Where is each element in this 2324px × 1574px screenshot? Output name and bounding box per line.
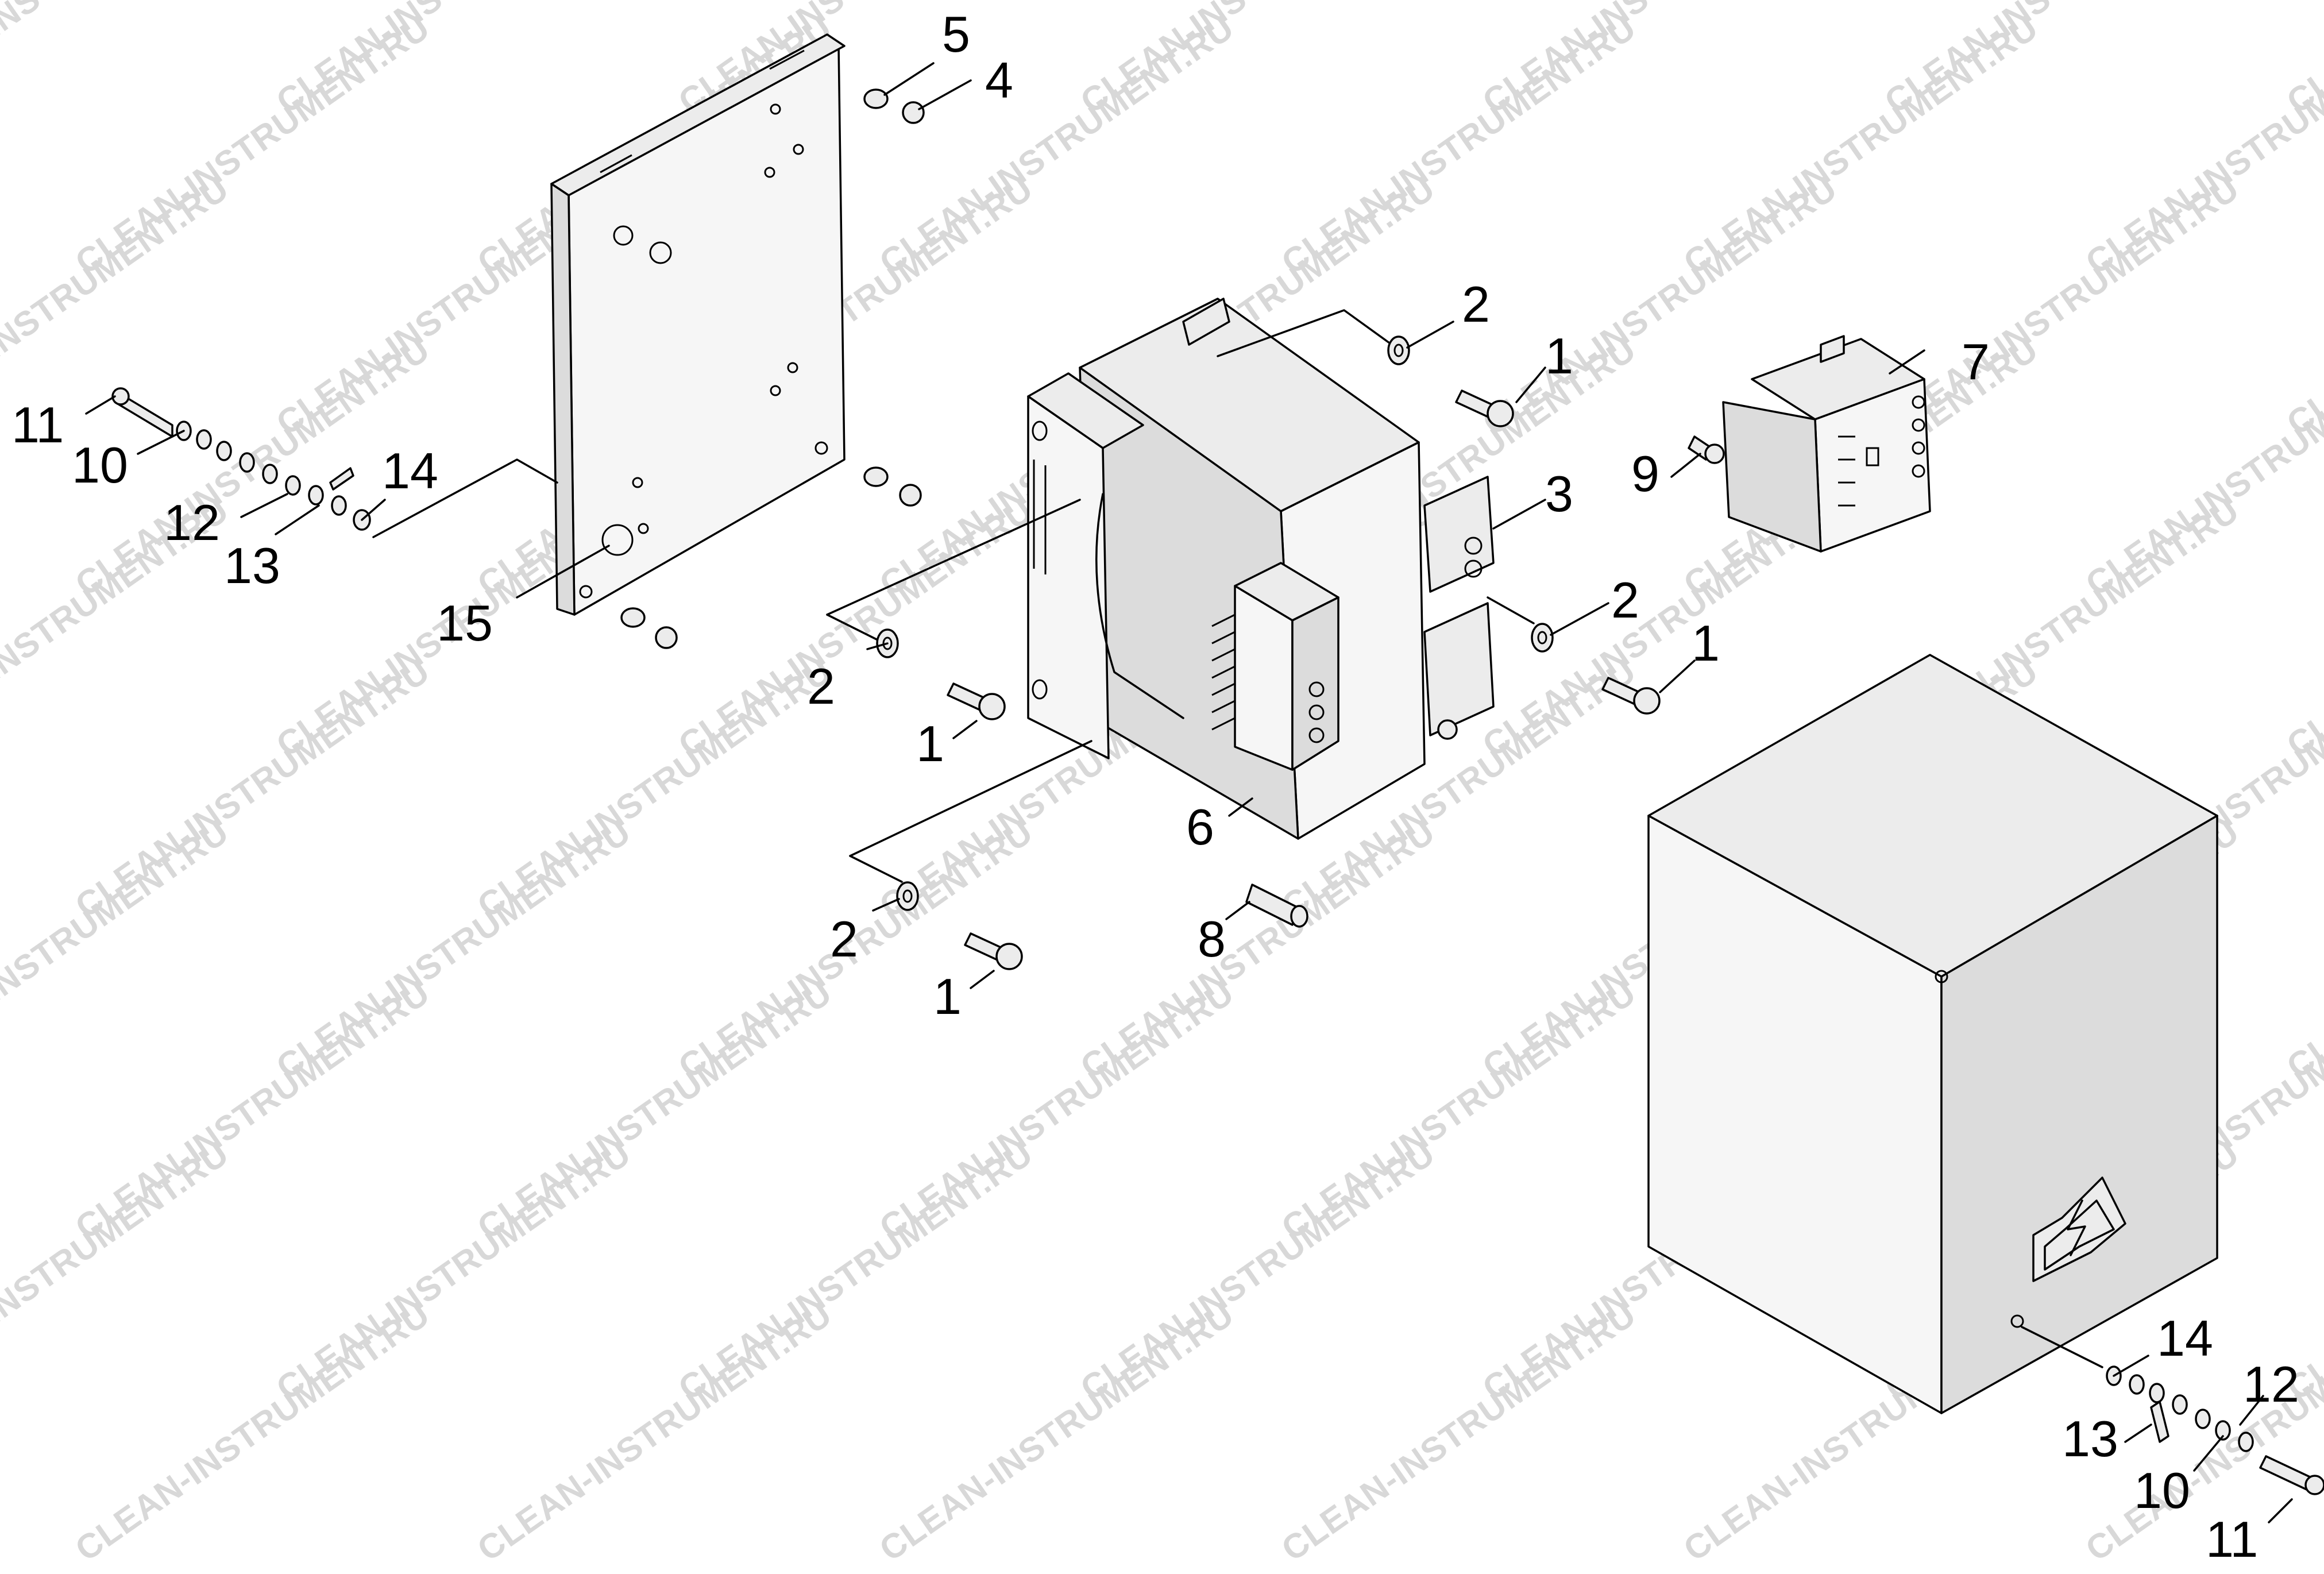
watermark-text: CLEAN-INSTRUMENT.RU: [1275, 1295, 1643, 1569]
transformer-leaders: [826, 309, 1535, 883]
mounting-plate: [550, 33, 846, 616]
callout-15: 15: [437, 595, 493, 651]
watermark-text: CLEAN-INSTRUMENT.RU: [2280, 812, 2324, 1086]
callout-1: 1: [1692, 615, 1720, 672]
callout-13: 13: [2062, 1410, 2118, 1467]
callout-14: 14: [382, 442, 438, 499]
ground-bolt-assembly-left: [111, 387, 558, 538]
callout-1: 1: [916, 715, 944, 772]
electrical-box-cover: [1647, 654, 2218, 1414]
callout-9: 9: [1631, 445, 1659, 502]
callout-1: 1: [933, 968, 962, 1025]
callout-8: 8: [1198, 911, 1226, 967]
callout-leaders: [85, 62, 2293, 1523]
watermark-text: CLEAN-INSTRUMENT.RU: [873, 1295, 1241, 1569]
fuse: [1245, 884, 1308, 928]
watermark-text: CLEAN-INSTRUMENT.RU: [0, 0, 236, 121]
plate-nuts: [620, 88, 925, 649]
watermark-text: CLEAN-INSTRUMENT.RU: [2079, 8, 2324, 282]
callout-10: 10: [72, 437, 128, 493]
callout-3: 3: [1545, 465, 1573, 522]
callout-11: 11: [11, 396, 64, 453]
callout-labels: 5 4 2 1 7 9 3 2 1 2 1 6 8 2 1 11 10 14 1…: [11, 6, 2299, 1568]
callout-5: 5: [942, 6, 970, 63]
callout-1: 1: [1545, 327, 1573, 384]
callout-12: 12: [164, 494, 220, 551]
callout-12: 12: [2243, 1356, 2299, 1413]
watermark-text: CLEAN-INSTRUMENT.RU: [2280, 491, 2324, 765]
callout-2: 2: [1462, 276, 1490, 333]
washers-and-screws: [876, 335, 1661, 970]
contactor: [1688, 335, 1931, 553]
callout-14: 14: [2157, 1310, 2213, 1367]
callout-13: 13: [224, 537, 280, 594]
transformer: [1027, 298, 1495, 840]
watermark-text: CLEAN-INSTRUMENT.RU: [2079, 330, 2324, 604]
callout-2: 2: [807, 658, 835, 715]
callout-6: 6: [1186, 798, 1214, 855]
ground-bolt-assembly-right: [2021, 1326, 2324, 1495]
callout-4: 4: [985, 52, 1013, 109]
callout-2: 2: [830, 911, 858, 967]
watermark-text: CLEAN-INSTRUMENT.RU: [2280, 169, 2324, 443]
callout-2: 2: [1611, 572, 1639, 628]
high-voltage-icon: [2032, 1176, 2126, 1282]
watermark-text: CLEAN-INSTRUMENT.RU: [0, 812, 236, 1086]
watermark-text: CLEAN-INSTRUMENT.RU: [0, 1134, 236, 1408]
callout-11: 11: [2206, 1511, 2258, 1568]
callout-10: 10: [2134, 1462, 2190, 1519]
watermark-text: CLEAN-INSTRUMENT.RU: [68, 1295, 437, 1569]
watermark-text: CLEAN-INSTRUMENT.RU: [470, 1295, 839, 1569]
callout-7: 7: [1962, 333, 1990, 390]
